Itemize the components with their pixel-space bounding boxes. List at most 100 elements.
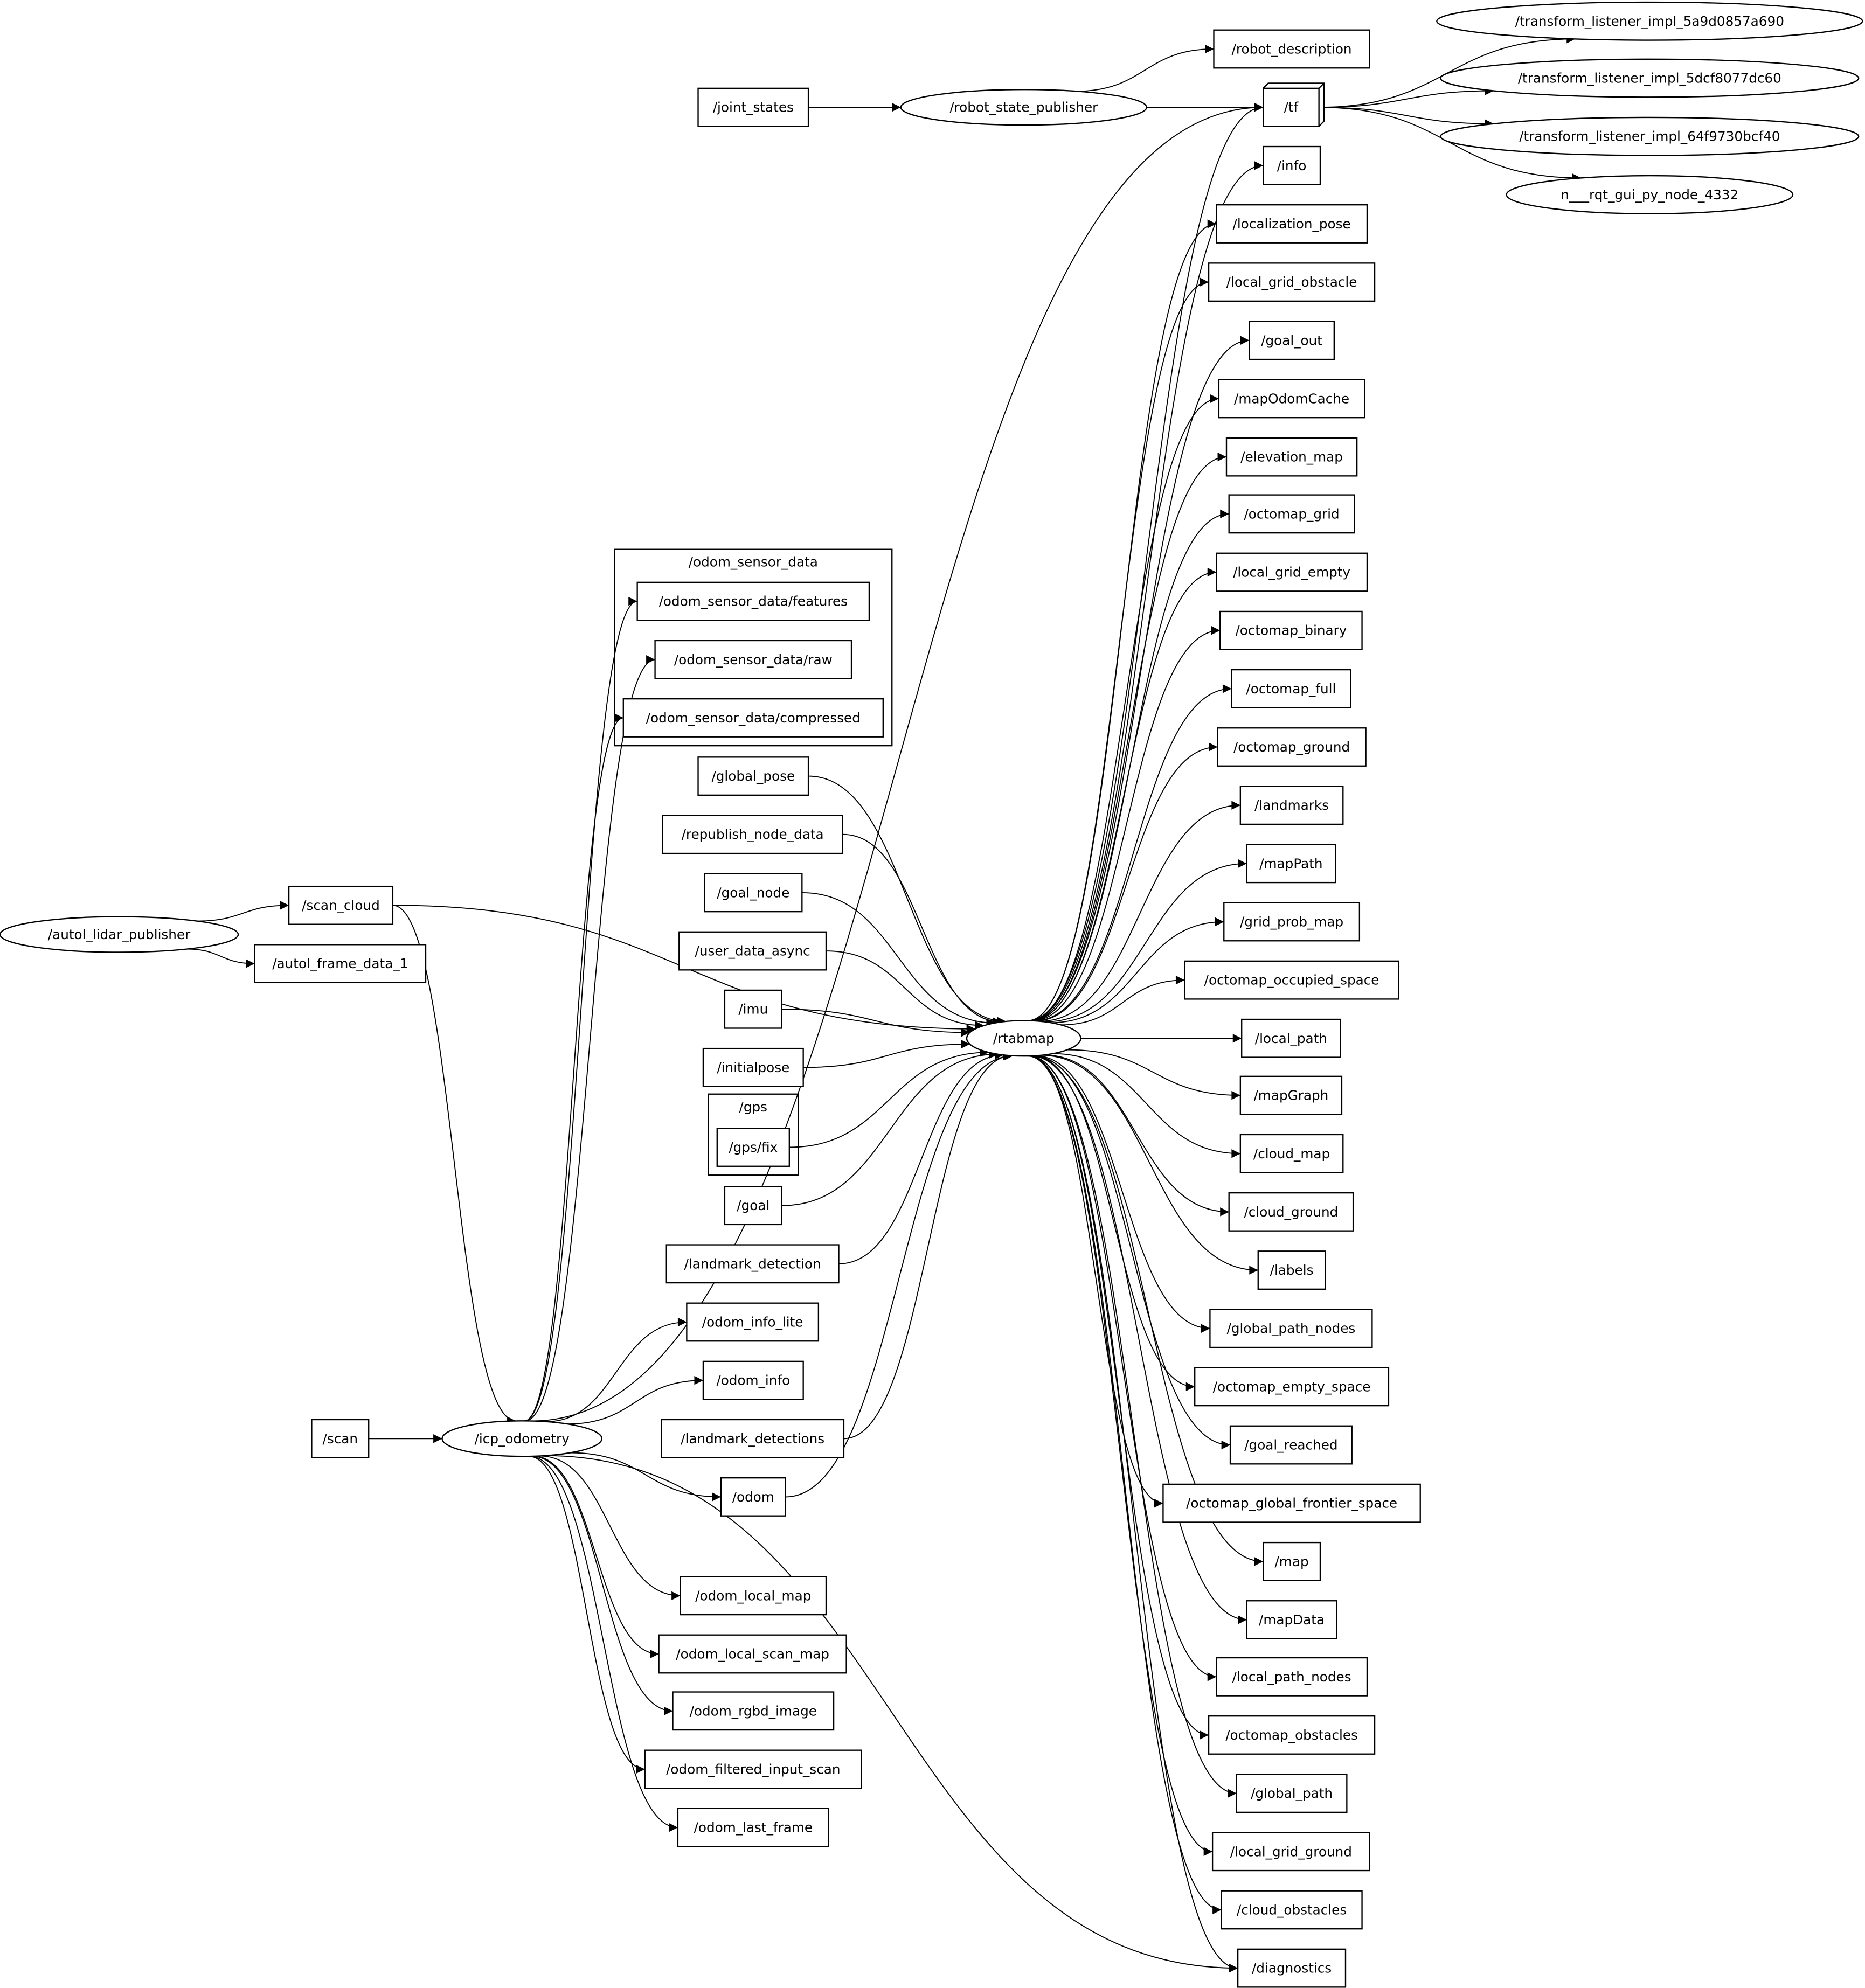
topic-robot-description[interactable]: /robot_description xyxy=(1213,29,1370,69)
edge-icp-odometry-to-odom-rgbd-image xyxy=(531,1456,673,1715)
topic-tf[interactable]: /tf xyxy=(1262,82,1325,127)
node-label: /labels xyxy=(1270,1262,1314,1278)
topic-local-grid-obstacle[interactable]: /local_grid_obstacle xyxy=(1208,262,1376,302)
topic-odom-local-scan-map[interactable]: /odom_local_scan_map xyxy=(658,1634,847,1674)
topic-odom-last-frame[interactable]: /odom_last_frame xyxy=(677,1808,829,1847)
topic-map[interactable]: /map xyxy=(1262,1541,1321,1581)
topic-box xyxy=(1221,1890,1363,1930)
ros-node-robot-state-publisher[interactable]: /robot_state_publisher xyxy=(900,89,1148,126)
topic-local-path-nodes[interactable]: /local_path_nodes xyxy=(1215,1657,1368,1697)
topic-octomap-obstacles[interactable]: /octomap_obstacles xyxy=(1208,1715,1376,1755)
topic-imu[interactable]: /imu xyxy=(724,989,782,1029)
ros-node-tl2[interactable]: /transform_listener_impl_5dcf8077dc60 xyxy=(1440,58,1860,98)
topic-raw[interactable]: /odom_sensor_data/raw xyxy=(654,640,852,679)
edge-rtabmap-to-local-grid-ground xyxy=(1028,1055,1213,1856)
topic-box xyxy=(677,1808,829,1847)
topic-octomap-empty-space[interactable]: /octomap_empty_space xyxy=(1194,1367,1390,1407)
topic-compressed[interactable]: /odom_sensor_data/compressed xyxy=(622,698,884,738)
ros-node-tl3[interactable]: /transform_listener_impl_64f9730bcf40 xyxy=(1440,116,1860,156)
node-label: /odom_local_scan_map xyxy=(676,1646,829,1662)
node-label: /transform_listener_impl_5dcf8077dc60 xyxy=(1518,71,1781,86)
node-label: /odom_rgbd_image xyxy=(690,1703,817,1719)
topic-cloud-obstacles[interactable]: /cloud_obstacles xyxy=(1221,1890,1363,1930)
node-label: /odom_sensor_data/features xyxy=(659,594,848,609)
topic-box xyxy=(1208,1715,1376,1755)
topic-odom-rgbd-image[interactable]: /odom_rgbd_image xyxy=(672,1691,835,1731)
edge-user-data-async-to-rtabmap xyxy=(826,950,985,1030)
topic-landmarks[interactable]: /landmarks xyxy=(1239,786,1344,825)
topic-odom-filtered-input-scan[interactable]: /odom_filtered_input_scan xyxy=(644,1749,863,1789)
ros-node-icp-odometry[interactable]: /icp_odometry xyxy=(441,1420,603,1457)
topic-local-grid-empty[interactable]: /local_grid_empty xyxy=(1215,552,1368,592)
node-label: /goal_reached xyxy=(1244,1437,1337,1453)
topic-republish-node-data[interactable]: /republish_node_data xyxy=(662,815,843,854)
ros-node-autol-lidar-publisher[interactable]: /autol_lidar_publisher xyxy=(0,916,239,953)
topic-octomap-global-frontier-space[interactable]: /octomap_global_frontier_space xyxy=(1162,1483,1421,1523)
topic-localization-pose[interactable]: /localization_pose xyxy=(1215,204,1368,244)
topic-grid-prob-map[interactable]: /grid_prob_map xyxy=(1223,902,1361,942)
topic-cloud-ground[interactable]: /cloud_ground xyxy=(1228,1192,1354,1232)
topic-global-path[interactable]: /global_path xyxy=(1236,1774,1348,1813)
topic-odom-info-lite[interactable]: /odom_info_lite xyxy=(686,1302,820,1342)
node-label: /mapGraph xyxy=(1253,1088,1328,1103)
ros-node-tl1[interactable]: /transform_listener_impl_5a9d0857a690 xyxy=(1436,1,1863,41)
topic-octomap-binary[interactable]: /octomap_binary xyxy=(1219,610,1363,650)
topic-scan-cloud[interactable]: /scan_cloud xyxy=(288,885,394,925)
node-label: /landmark_detection xyxy=(684,1256,821,1271)
topic-odom-info[interactable]: /odom_info xyxy=(702,1360,804,1400)
edge-tf-to-tl2 xyxy=(1319,86,1494,108)
topic-box xyxy=(1215,204,1368,244)
topic-mapData[interactable]: /mapData xyxy=(1246,1600,1337,1639)
node-label: /elevation_map xyxy=(1240,449,1343,465)
topic-octomap-grid[interactable]: /octomap_grid xyxy=(1228,494,1355,534)
topic-box xyxy=(678,931,827,971)
topic-box xyxy=(1223,902,1361,942)
topic-labels[interactable]: /labels xyxy=(1257,1250,1326,1290)
topic-goal[interactable]: /goal xyxy=(724,1186,782,1226)
topic-info[interactable]: /info xyxy=(1262,145,1321,185)
topic-octomap-ground[interactable]: /octomap_ground xyxy=(1217,727,1367,767)
topic-box xyxy=(1209,1309,1373,1348)
topic-scan[interactable]: /scan xyxy=(311,1419,370,1458)
topic-goal-node[interactable]: /goal_node xyxy=(704,873,803,913)
topic-octomap-occupied-space[interactable]: /octomap_occupied_space xyxy=(1184,960,1399,1000)
topic-autol-frame-data-1[interactable]: /autol_frame_data_1 xyxy=(254,944,427,984)
topic-global-pose[interactable]: /global_pose xyxy=(697,756,809,796)
topic-box xyxy=(311,1419,370,1458)
topic-odom[interactable]: /odom xyxy=(720,1477,786,1517)
topic-local-grid-ground[interactable]: /local_grid_ground xyxy=(1211,1832,1370,1872)
topic-landmark-detection[interactable]: /landmark_detection xyxy=(665,1244,840,1284)
topic-cloud-map[interactable]: /cloud_map xyxy=(1239,1134,1344,1173)
node-label: /octomap_empty_space xyxy=(1213,1379,1371,1394)
node-label: /scan_cloud xyxy=(302,898,380,913)
node-label: /mapPath xyxy=(1259,856,1322,871)
topic-features[interactable]: /odom_sensor_data/features xyxy=(636,581,870,621)
ros-node-rtabmap[interactable]: /rtabmap xyxy=(966,1020,1081,1057)
edge-icp-odometry-to-odom-filtered-input-scan xyxy=(528,1456,645,1774)
node-label: /imu xyxy=(738,1002,768,1017)
topic-odom-local-map[interactable]: /odom_local_map xyxy=(680,1576,827,1616)
edge-icp-odometry-to-compressed xyxy=(524,713,623,1422)
topic-joint-states[interactable]: /joint_states xyxy=(697,87,809,127)
topic-local-path[interactable]: /local_path xyxy=(1241,1018,1341,1058)
topic-gps-fix[interactable]: /gps/fix xyxy=(716,1128,790,1167)
topic-box xyxy=(1262,1541,1321,1581)
topic-elevation-map[interactable]: /elevation_map xyxy=(1225,437,1358,477)
topic-goal-reached[interactable]: /goal_reached xyxy=(1229,1425,1353,1465)
ros-node-rqt[interactable]: n___rqt_gui_py_node_4332 xyxy=(1506,175,1794,214)
topic-box xyxy=(1213,29,1370,69)
topic-mapOdomCache[interactable]: /mapOdomCache xyxy=(1218,379,1365,419)
topic-box xyxy=(661,1419,845,1458)
topic-mapPath[interactable]: /mapPath xyxy=(1246,844,1336,884)
topic-box xyxy=(1217,727,1367,767)
node-label: /landmarks xyxy=(1254,797,1329,813)
topic-goal-out[interactable]: /goal_out xyxy=(1249,321,1335,360)
topic-global-path-nodes[interactable]: /global_path_nodes xyxy=(1209,1309,1373,1348)
topic-user-data-async[interactable]: /user_data_async xyxy=(678,931,827,971)
topic-octomap-full[interactable]: /octomap_full xyxy=(1231,669,1351,708)
topic-initialpose[interactable]: /initialpose xyxy=(702,1047,804,1087)
topic-diagnostics[interactable]: /diagnostics xyxy=(1237,1948,1347,1988)
topic-mapGraph[interactable]: /mapGraph xyxy=(1239,1075,1343,1115)
edge-rtabmap-to-diagnostics xyxy=(1028,1055,1238,1973)
topic-landmark-detections[interactable]: /landmark_detections xyxy=(661,1419,845,1458)
